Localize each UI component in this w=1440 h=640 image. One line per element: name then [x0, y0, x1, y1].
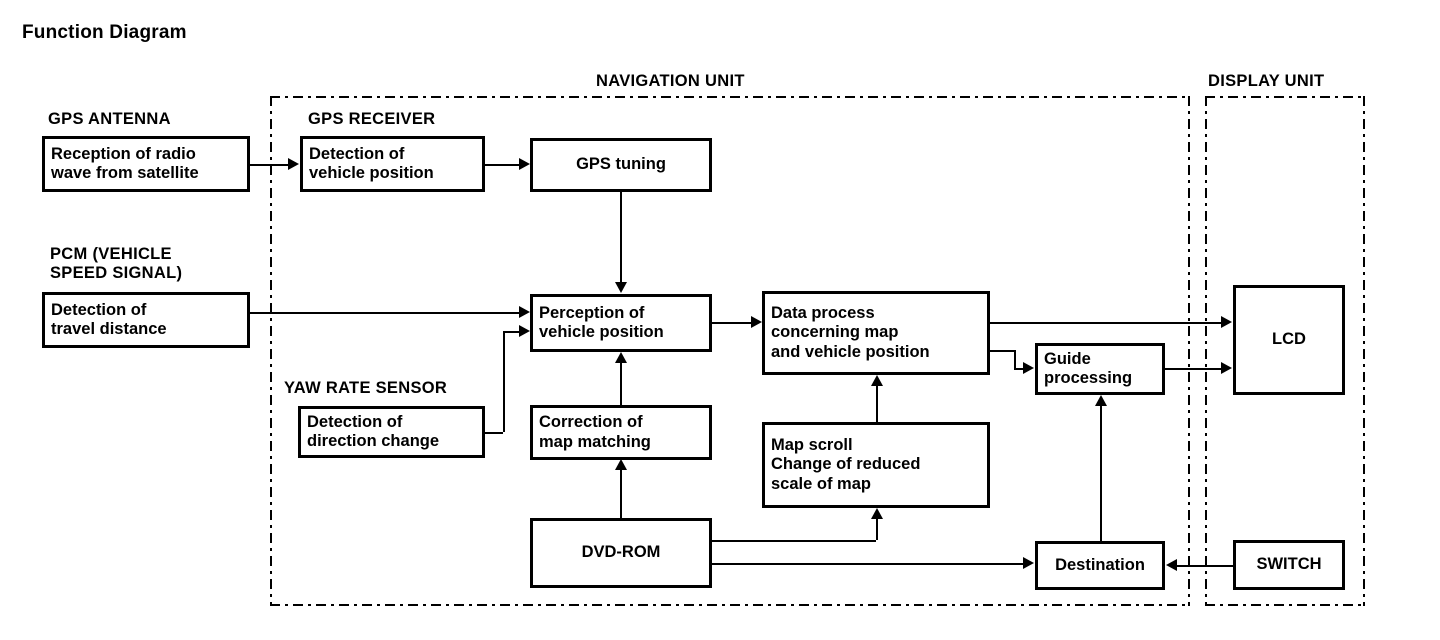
arrowhead-to-data-process-bottom — [871, 375, 883, 386]
arrowhead-to-map-scroll — [871, 508, 883, 519]
connector-antenna-to-receiver — [250, 164, 288, 166]
block-guide-processing[interactable]: Guide processing — [1035, 343, 1165, 395]
block-detection-of-direction-change[interactable]: Detection of direction change — [298, 406, 485, 458]
connector-yaw-to-perception — [503, 331, 519, 333]
block-label: Detection of vehicle position — [309, 144, 434, 182]
connector-correction-to-perception — [620, 363, 622, 405]
block-label: Detection of travel distance — [51, 300, 167, 338]
block-label: Reception of radio wave from satellite — [51, 144, 199, 182]
connector-switch-to-destination — [1177, 565, 1233, 567]
arrowhead-pcm-to-perception — [519, 306, 530, 318]
block-label: Map scroll Change of reduced scale of ma… — [771, 436, 921, 493]
block-lcd[interactable]: LCD — [1233, 285, 1345, 395]
connector-map-scroll-riser — [876, 519, 878, 540]
connector-yaw-out — [485, 432, 503, 434]
caption-yaw-rate-sensor: YAW RATE SENSOR — [284, 379, 448, 397]
block-label: Guide processing — [1044, 349, 1133, 387]
connector-destination-to-guide — [1100, 406, 1102, 541]
caption-gps-receiver: GPS RECEIVER — [308, 110, 436, 128]
connector-pcm-to-perception — [250, 312, 519, 314]
arrowhead-yaw-to-perception — [519, 325, 530, 337]
connector-dvd-to-map-scroll — [712, 540, 876, 542]
caption-navigation-unit: NAVIGATION UNIT — [596, 72, 745, 90]
block-reception-of-radio-wave[interactable]: Reception of radio wave from satellite — [42, 136, 250, 192]
connector-data-process-to-lcd — [990, 322, 1221, 324]
block-switch[interactable]: SWITCH — [1233, 540, 1345, 590]
arrowhead-to-perception-bottom — [615, 352, 627, 363]
block-label: Correction of map matching — [539, 413, 651, 451]
connector-map-scroll-to-data-process — [876, 386, 878, 422]
connector-to-guide-processing — [1014, 368, 1023, 370]
caption-pcm: PCM (VEHICLE SPEED SIGNAL) — [50, 245, 183, 283]
block-label: Data process concerning map and vehicle … — [771, 304, 930, 361]
arrowhead-guide-to-lcd — [1221, 362, 1232, 374]
connector-dvd-to-correction — [620, 470, 622, 518]
connector-gps-tuning-to-perception — [620, 192, 622, 282]
arrowhead-dvd-to-destination — [1023, 557, 1034, 569]
arrowhead-destination-to-guide — [1095, 395, 1107, 406]
block-dvd-rom[interactable]: DVD-ROM — [530, 518, 712, 588]
arrowhead-data-process-to-lcd — [1221, 316, 1232, 328]
connector-guide-drop — [1014, 350, 1016, 368]
arrowhead-to-correction — [615, 459, 627, 470]
block-map-scroll[interactable]: Map scroll Change of reduced scale of ma… — [762, 422, 990, 508]
block-gps-tuning[interactable]: GPS tuning — [530, 138, 712, 192]
block-perception-of-vehicle-position[interactable]: Perception of vehicle position — [530, 294, 712, 352]
connector-dvd-to-destination — [712, 563, 1023, 565]
block-detection-of-vehicle-position[interactable]: Detection of vehicle position — [300, 136, 485, 192]
block-label: GPS tuning — [576, 155, 666, 174]
block-label: SWITCH — [1256, 555, 1322, 574]
block-label: Detection of direction change — [307, 412, 440, 450]
block-label: Perception of vehicle position — [539, 303, 664, 341]
connector-data-process-out — [990, 350, 1014, 352]
connector-receiver-to-gps-tuning — [485, 164, 519, 166]
arrowhead-to-perception-top — [615, 282, 627, 293]
connector-yaw-riser — [503, 331, 505, 432]
block-label: Destination — [1055, 555, 1145, 574]
caption-display-unit: DISPLAY UNIT — [1208, 72, 1325, 90]
caption-gps-antenna: GPS ANTENNA — [48, 110, 171, 128]
arrowhead-switch-to-destination — [1166, 559, 1177, 571]
block-destination[interactable]: Destination — [1035, 541, 1165, 590]
block-data-process[interactable]: Data process concerning map and vehicle … — [762, 291, 990, 375]
block-label: LCD — [1272, 330, 1306, 349]
arrowhead-to-guide-processing — [1023, 362, 1034, 374]
block-label: DVD-ROM — [581, 543, 661, 562]
arrowhead-to-gps-tuning — [519, 158, 530, 170]
block-correction-of-map-matching[interactable]: Correction of map matching — [530, 405, 712, 460]
arrowhead-to-data-process — [751, 316, 762, 328]
page-title: Function Diagram — [22, 22, 187, 43]
block-detection-of-travel-distance[interactable]: Detection of travel distance — [42, 292, 250, 348]
arrowhead-to-receiver — [288, 158, 299, 170]
connector-guide-to-lcd — [1165, 368, 1221, 370]
connector-perception-to-data-process — [712, 322, 751, 324]
